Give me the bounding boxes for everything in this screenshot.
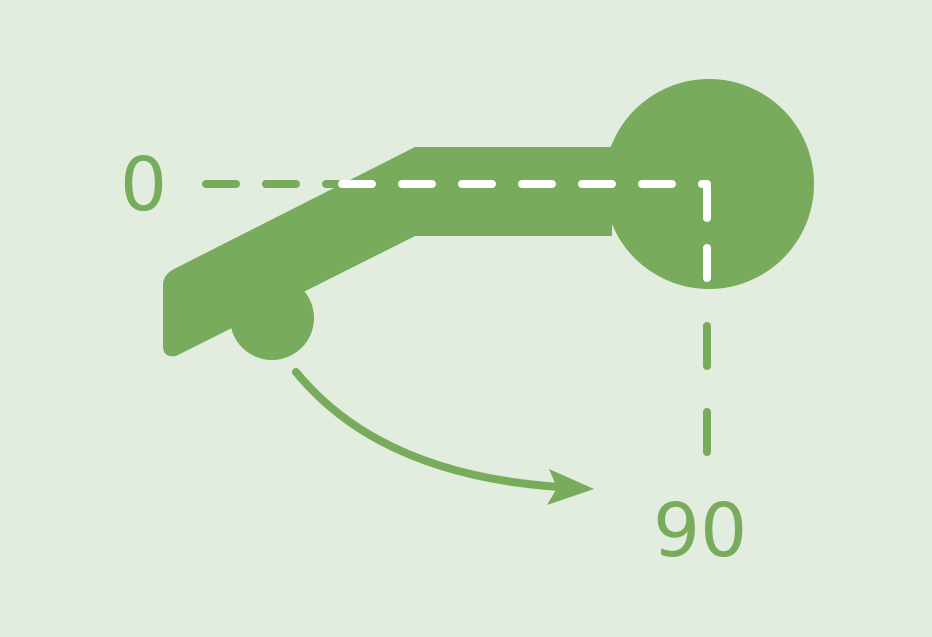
lever-handle-icon [163,79,814,360]
rotation-arrow-icon [292,368,594,505]
angle-guides [202,180,711,456]
rotation-arrow-curve [292,368,564,491]
end-angle-label: 90 [653,488,747,574]
rotation-arrow-head [547,469,594,505]
lever-body [163,147,612,357]
start-angle-label: 0 [120,142,167,228]
lever-knob [230,276,314,360]
